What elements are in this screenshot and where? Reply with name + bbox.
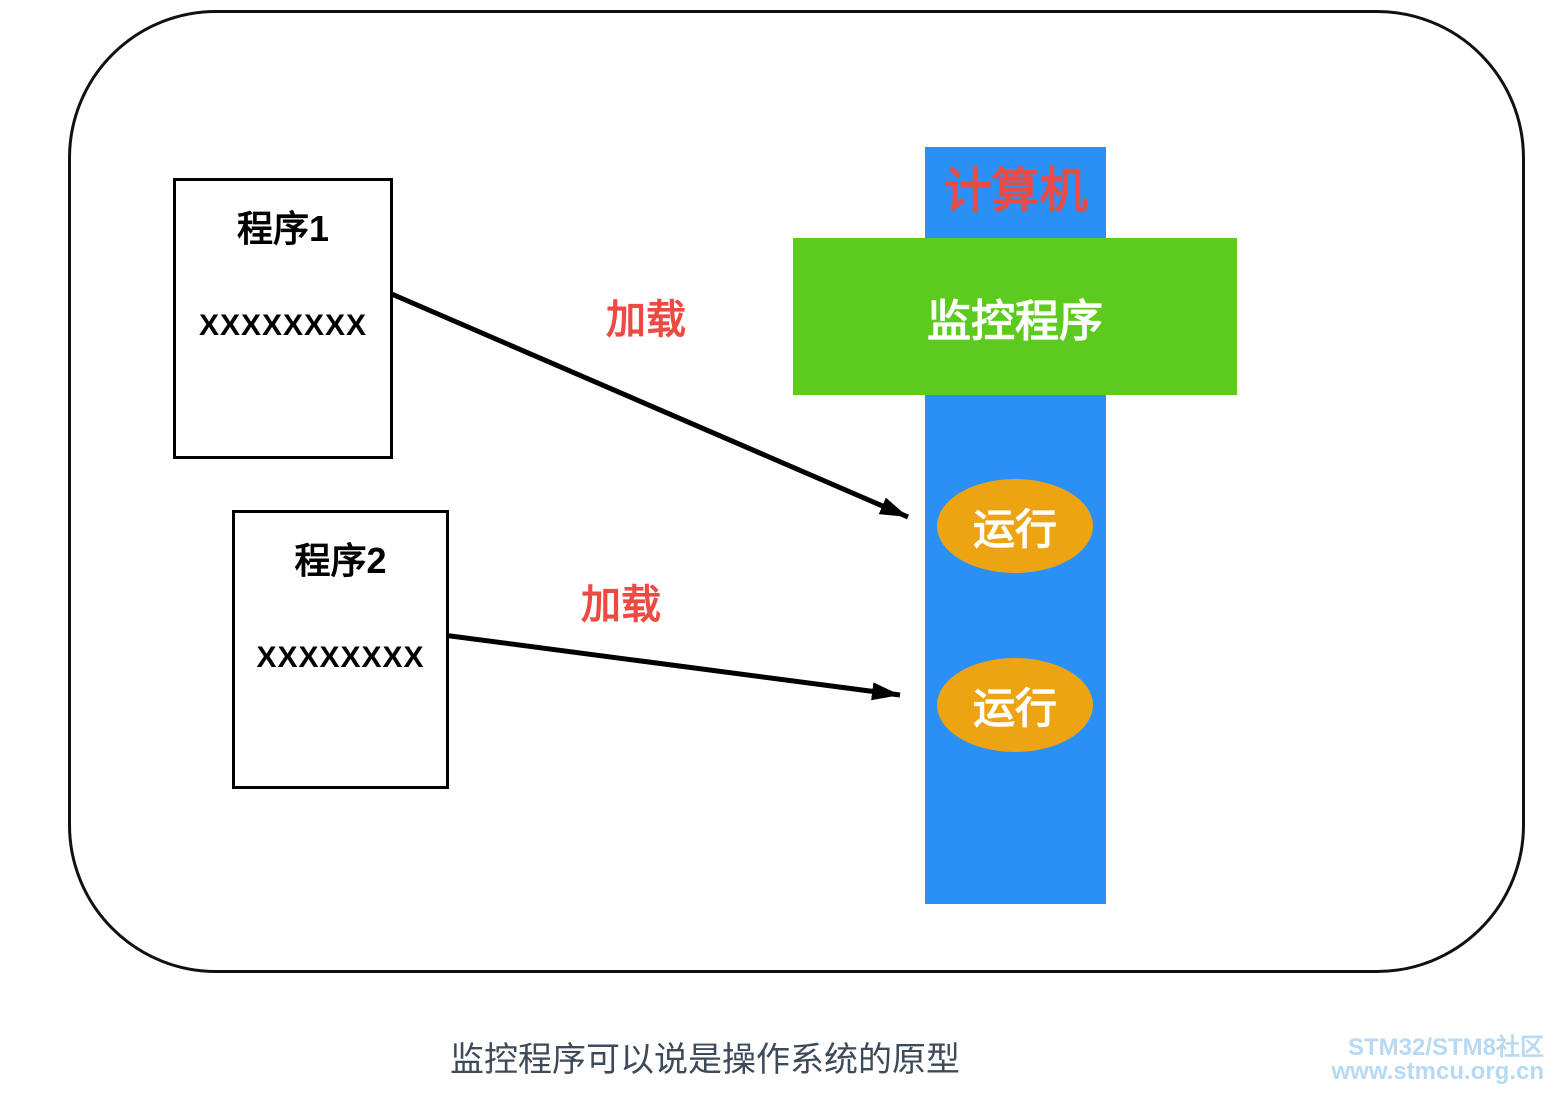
load-arrow-1 <box>386 289 909 520</box>
computer-label: 计算机 <box>943 165 1088 218</box>
program1-box: 程序1 XXXXXXXX <box>173 178 393 459</box>
run-ellipse-2: 运行 <box>937 658 1093 752</box>
watermark: STM32/STM8社区 www.stmcu.org.cn <box>1332 1036 1544 1084</box>
program1-content: XXXXXXXX <box>198 309 368 342</box>
watermark-line2: www.stmcu.org.cn <box>1331 1058 1544 1085</box>
program2-box: 程序2 XXXXXXXX <box>232 510 449 789</box>
run1-label: 运行 <box>972 505 1057 553</box>
load-label-2: 加载 <box>581 583 661 627</box>
run-ellipse-1: 运行 <box>937 479 1093 573</box>
program2-title: 程序2 <box>294 540 387 581</box>
caption: 监控程序可以说是操作系统的原型 <box>450 1041 960 1079</box>
diagram-outer-frame <box>68 10 1525 973</box>
run2-label: 运行 <box>972 684 1057 732</box>
monitor-program-bar: 监控程序 <box>793 238 1237 395</box>
watermark-line1: STM32/STM8社区 <box>1347 1034 1544 1061</box>
load-label-1: 加载 <box>606 298 686 342</box>
program1-title: 程序1 <box>236 208 330 249</box>
monitor-program-label: 监控程序 <box>927 296 1103 346</box>
program2-content: XXXXXXXX <box>256 641 425 674</box>
load-arrow-2 <box>442 632 901 701</box>
